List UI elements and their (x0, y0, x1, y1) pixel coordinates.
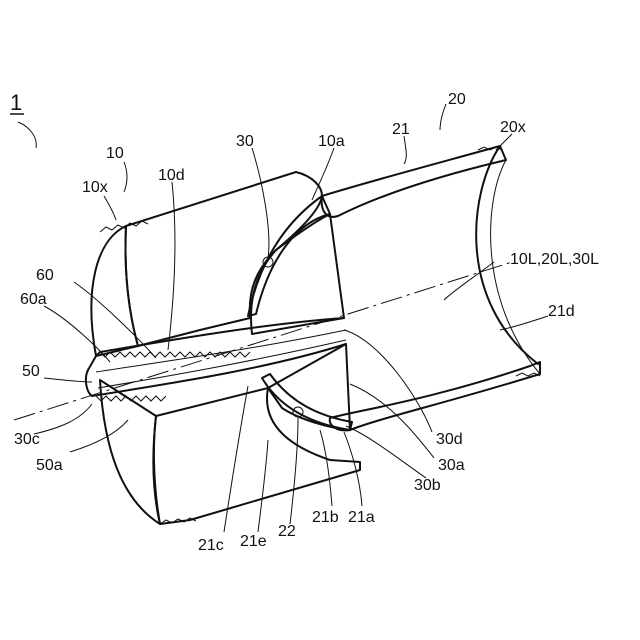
axis-centerline (14, 262, 512, 420)
assembly-label: 1 (10, 90, 22, 115)
label-21e: 21e (240, 533, 267, 550)
label-10d: 10d (158, 167, 185, 184)
label-21d: 21d (548, 303, 575, 320)
label-20: 20 (448, 91, 466, 108)
label-10a: 10a (318, 133, 345, 150)
label-10x: 10x (82, 179, 108, 196)
label-21c: 21c (198, 537, 224, 554)
body-thread-marks (100, 221, 196, 524)
label-50: 50 (22, 363, 40, 380)
label-30b: 30b (414, 477, 441, 494)
label-30d: 30d (436, 431, 463, 448)
seal-sleeve-lower (262, 374, 352, 430)
label-21b: 21b (312, 509, 339, 526)
label-21a: 21a (348, 509, 375, 526)
label-30c: 30c (14, 431, 40, 448)
seal-sleeve-upper (248, 196, 330, 316)
label-21: 21 (392, 121, 410, 138)
label-30: 30 (236, 133, 254, 150)
tube-lower-wall (330, 362, 540, 430)
o-ring-markers (263, 257, 303, 417)
label-60a: 60a (20, 291, 47, 308)
label-60: 60 (36, 267, 54, 284)
threaded-bore (86, 318, 346, 401)
label-50a: 50a (36, 457, 63, 474)
label-10: 10 (106, 145, 124, 162)
body-10-block (91, 172, 360, 524)
label-30a: 30a (438, 457, 465, 474)
label-22: 22 (278, 523, 296, 540)
axis-label: 10L,20L,30L (510, 251, 599, 268)
leader-lines (18, 104, 548, 532)
label-20x: 20x (500, 119, 526, 136)
